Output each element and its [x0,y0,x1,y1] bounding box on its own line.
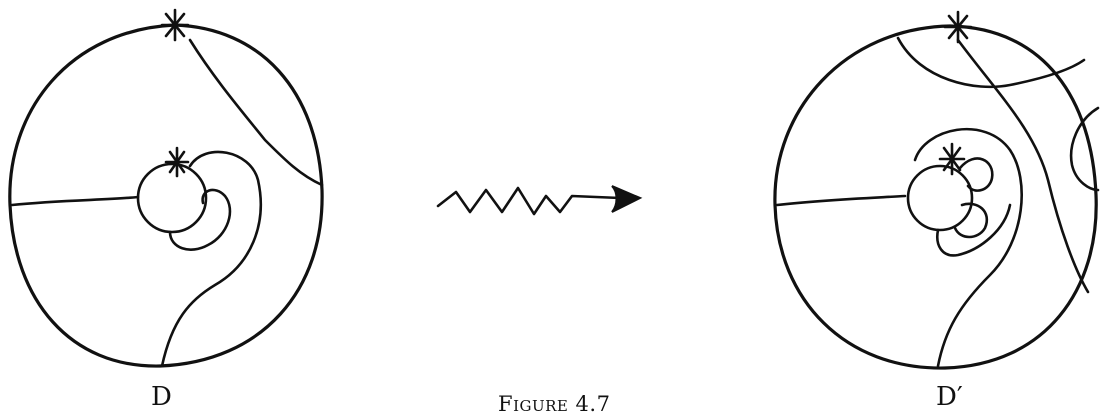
arrow-head [611,185,643,213]
disk-dprime [773,10,1100,370]
transformation-arrow [436,185,643,216]
disk-dprime-top-star [943,10,973,44]
disk-d-inner-hook [168,188,232,251]
disk-dprime-spiral [913,127,1023,368]
disk-dprime-long-curve [956,38,1090,294]
disk-dprime-boundary [773,24,1098,370]
disk-dprime-right-lobe [1069,106,1100,192]
disk-d-top-star [160,8,190,42]
disk-d-arc-left [10,195,140,207]
disk-dprime-left-arc [775,194,907,207]
disk-dprime-label: D′ [936,382,963,412]
disk-dprime-inner-circle [906,164,974,232]
arrow-squiggle [436,186,622,216]
disk-d-arc-right [188,38,324,187]
disk-d-label: D [151,382,172,412]
disk-d-spiral [160,150,263,368]
disk-dprime-ear-upper [958,157,994,192]
figure-caption: Figure 4.7 [498,392,611,416]
disk-dprime-inner-star [938,142,966,176]
disk-d-inner-star [164,146,190,178]
disk-dprime-top-cap [896,36,1086,89]
disk-d-inner-circle [136,162,208,234]
disk-dprime-ear-lower [953,202,988,239]
disk-dprime-hook [936,203,1012,257]
disk-d-boundary [8,23,324,368]
disk-d [8,8,324,368]
